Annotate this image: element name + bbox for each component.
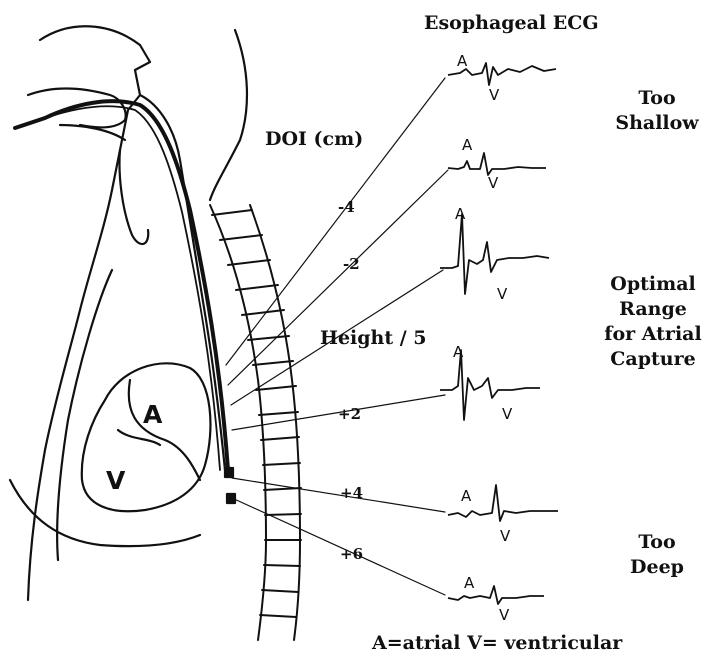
trace-a-label: A — [461, 487, 471, 505]
ecg-trace — [448, 153, 546, 175]
trace-a-label: A — [453, 343, 463, 361]
trace-v-label: V — [499, 606, 509, 624]
heart-valve — [118, 430, 160, 445]
class-line: Range — [598, 297, 708, 322]
oral-cavity — [60, 125, 125, 140]
class-line: Shallow — [612, 111, 702, 136]
trace-a-label: A — [462, 136, 472, 154]
class-too-shallow: Too Shallow — [612, 86, 702, 136]
heart-atrium-label: A — [143, 400, 162, 429]
trace-v-label: V — [500, 527, 510, 545]
head-outline — [28, 26, 150, 600]
ecg-trace — [440, 214, 549, 294]
class-line: for Atrial — [598, 322, 708, 347]
electrode-upper — [225, 468, 233, 477]
class-too-deep: Too Deep — [612, 530, 702, 580]
depth-mark: +2 — [338, 405, 361, 423]
legend: A=atrial V= ventricular — [372, 632, 622, 654]
trace-a-label: A — [457, 52, 467, 70]
class-line: Capture — [598, 347, 708, 372]
depth-mark: +4 — [340, 484, 363, 502]
trace-a-label: A — [464, 574, 474, 592]
heart-septum — [129, 380, 200, 480]
class-line: Deep — [612, 555, 702, 580]
depth-mark: -2 — [343, 255, 360, 273]
doi-label: DOI (cm) — [265, 128, 363, 150]
trace-v-label: V — [502, 405, 512, 423]
class-line: Too — [612, 530, 702, 555]
chart-title: Esophageal ECG — [424, 12, 599, 34]
heart-ventricle-label: V — [106, 466, 125, 495]
class-optimal: Optimal Range for Atrial Capture — [598, 272, 708, 372]
trachea-outline — [120, 150, 149, 244]
ecg-trace — [448, 586, 544, 604]
depth-mark: -4 — [338, 198, 355, 216]
height-label: Height / 5 — [320, 327, 427, 349]
lung-outline — [57, 270, 112, 560]
trace-v-label: V — [497, 285, 507, 303]
class-line: Optimal — [598, 272, 708, 297]
heart-outline — [82, 363, 211, 511]
trace-a-label: A — [455, 205, 465, 223]
depth-mark: +6 — [340, 545, 363, 563]
class-line: Too — [612, 86, 702, 111]
trace-v-label: V — [488, 174, 498, 192]
neck-back — [210, 30, 247, 200]
trace-v-label: V — [489, 86, 499, 104]
